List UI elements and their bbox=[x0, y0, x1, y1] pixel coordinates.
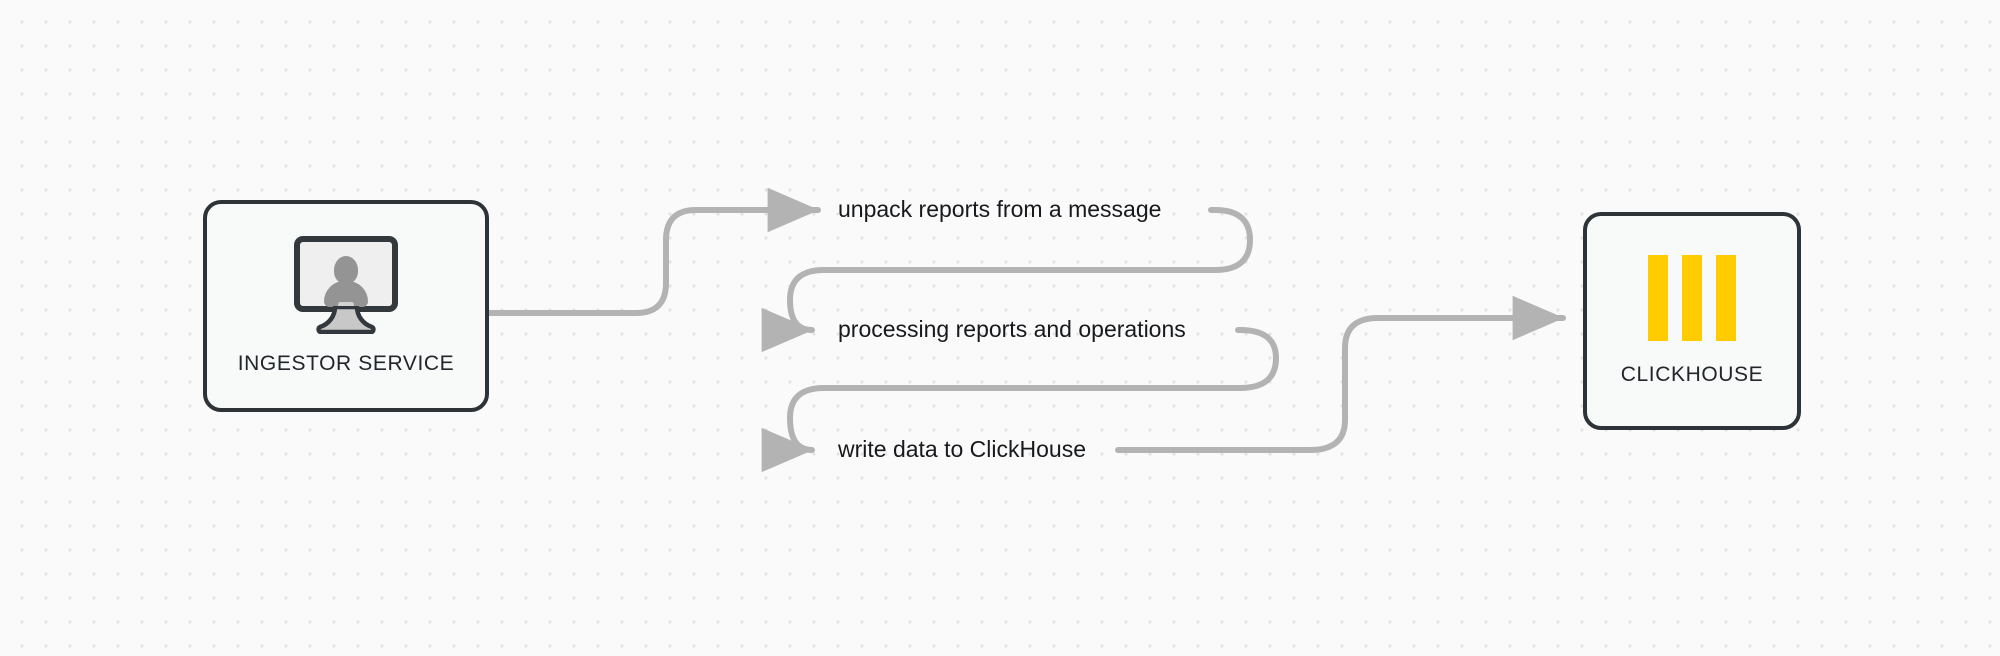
edge-label-unpack: unpack reports from a message bbox=[838, 196, 1162, 222]
edge-label-write: write data to ClickHouse bbox=[838, 436, 1086, 462]
edge-processing-to-write bbox=[761, 327, 1279, 473]
clickhouse-bar-1 bbox=[1648, 255, 1668, 341]
monitor-screen bbox=[294, 236, 398, 312]
node-clickhouse[interactable]: CLICKHOUSE bbox=[1583, 212, 1801, 430]
node-ingestor-service[interactable]: INGESTOR SERVICE bbox=[203, 200, 489, 412]
node-label-clickhouse: CLICKHOUSE bbox=[1620, 363, 1764, 386]
clickhouse-bar-2 bbox=[1682, 255, 1702, 341]
user-head-shape bbox=[334, 256, 358, 284]
monitor-user-icon bbox=[290, 236, 402, 334]
clickhouse-bar-3 bbox=[1716, 255, 1736, 341]
edge-unpack-to-processing bbox=[761, 207, 1253, 353]
monitor-notch bbox=[338, 302, 354, 307]
edge-ingestor-to-unpack bbox=[486, 187, 821, 316]
edge-label-processing: processing reports and operations bbox=[838, 316, 1186, 342]
monitor-stand bbox=[316, 306, 376, 334]
clickhouse-bars-icon bbox=[1648, 255, 1736, 341]
node-label-ingestor: INGESTOR SERVICE bbox=[237, 352, 455, 375]
